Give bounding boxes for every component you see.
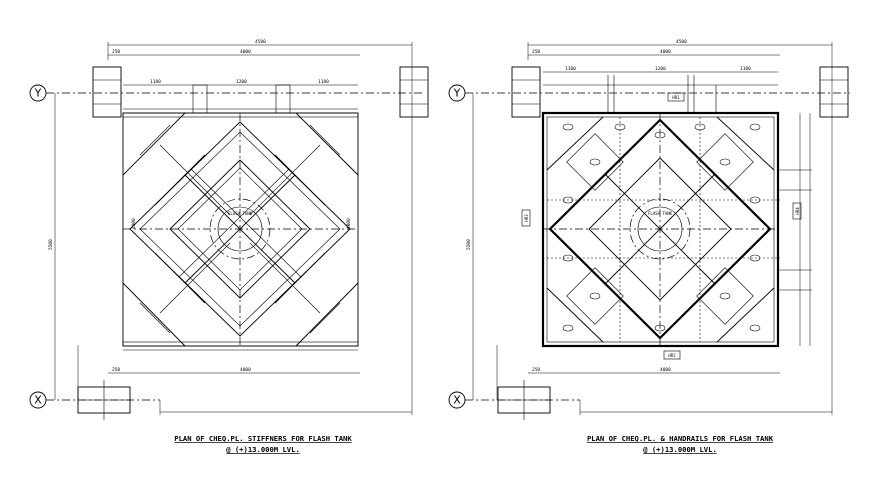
column-top-right [399,66,429,118]
left-plan: Y X 5500 4500 250 4000 1180 1200 1180 25 [29,39,429,420]
right-plan-title: PLAN OF CHEQ.PL. & HANDRAILS FOR FLASH T… [587,434,774,443]
dim-offset-bottom-right: 250 [532,367,540,373]
flash-tank-inner-circle-right [637,206,683,252]
dim-vertical-overall-right: 5500 [466,239,472,250]
dim-seg-a-right: 1180 [565,66,576,72]
left-plan-title: PLAN OF CHEQ.PL. STIFFNERS FOR FLASH TAN… [174,434,352,443]
dim-seg-b: 1200 [236,79,247,85]
tag-hr1: HR1 [672,95,680,100]
platform-edge [122,112,359,118]
grid-label-x-right: X [453,394,461,407]
grid-label-y-left: Y [34,87,42,100]
tag-hr3: HR3 [524,214,529,222]
dim-offset-top-right: 250 [532,49,540,55]
flash-tank-outer-circle [209,198,271,260]
dim-seg-c: 1180 [318,79,329,85]
flash-tank-outer-circle-right [629,198,691,260]
tag-hr3-box [521,209,531,227]
tag-hr1-box [667,92,685,102]
right-plan-subtitle: @ (+)13.000M LVL. [643,445,717,454]
dim-side-right: 4000 [346,218,352,229]
flash-tank-label-left: FLASH TANK [228,211,253,216]
left-plan-subtitle: @ (+)13.000M LVL. [226,445,300,454]
dim-seg-a: 1180 [150,79,161,85]
dim-inner-bottom: 4000 [240,367,251,373]
platform-edge [122,341,359,347]
dim-vertical-overall: 5500 [48,239,54,250]
right-plan: Y X 5500 4500 250 4000 1180 1200 1180 [448,39,850,420]
dim-inner-top: 4000 [240,49,251,55]
tag-hr4-box [792,202,802,220]
dim-inner-bottom-right: 4000 [660,367,671,373]
flash-tank-label-right: FLASH TANK [648,211,673,216]
tag-hr2: HR2 [668,353,676,358]
tag-hr4: HR4 [795,207,800,215]
column-top-left-right [511,66,541,118]
dim-offset-bottom: 250 [112,367,120,373]
grid-label-y-right: Y [453,87,461,100]
dim-overall-top: 4500 [255,39,266,45]
dim-seg-c-right: 1180 [740,66,751,72]
plate-markers [562,123,761,332]
dim-overall-top-right: 4500 [676,39,687,45]
support-bracket [192,84,208,114]
tag-hr2-box [663,350,681,360]
handrail-grid-right [546,116,780,343]
platform-outline-right [541,111,780,348]
flash-tank-inner-circle [217,206,263,252]
grid-label-x-left: X [34,394,42,407]
column-top-left [92,66,122,118]
dim-inner-top-right: 4000 [660,49,671,55]
column-top-right-right [819,66,849,118]
dim-offset-top: 250 [112,49,120,55]
stiffener-grid-left [122,112,359,347]
dim-seg-b-right: 1200 [655,66,666,72]
support-bracket [275,84,291,114]
dim-side-left: 4000 [131,218,137,229]
platform-inner-edge [546,116,775,343]
